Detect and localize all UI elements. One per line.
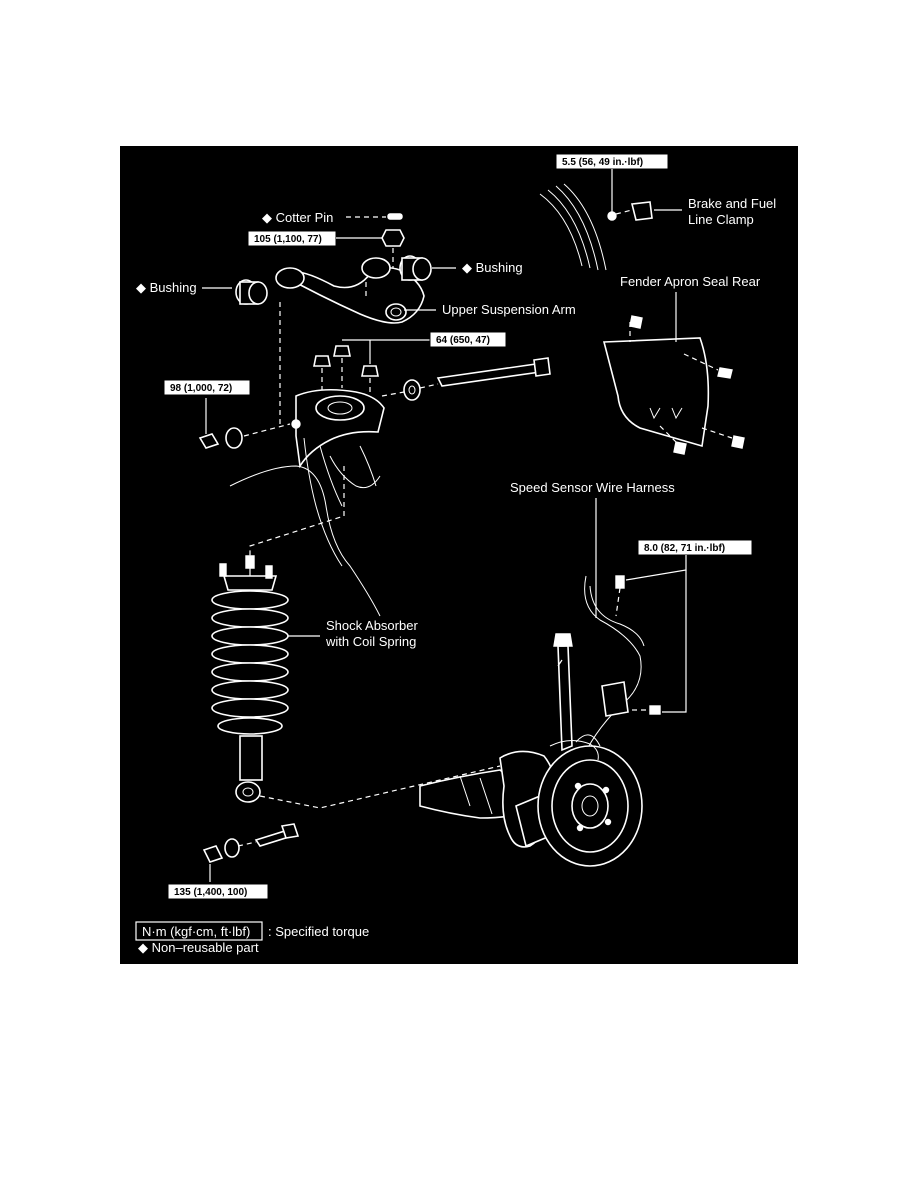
sensor-bolt-2-icon [649, 705, 661, 715]
label-brake-clamp-2: Line Clamp [688, 212, 754, 227]
label-shock-1: Shock Absorber [326, 618, 418, 633]
brake-clamp-icon [631, 201, 653, 221]
label-bushing-left: ◆ Bushing [136, 280, 197, 295]
label-speed-sensor: Speed Sensor Wire Harness [510, 480, 675, 495]
washer-icon [403, 379, 421, 401]
torque-box-lower-bolt [167, 883, 269, 900]
label-shock-2: with Coil Spring [325, 634, 416, 649]
long-bolt-icon [436, 363, 542, 387]
torque-cotter-nut: 105 (1,100, 77) [254, 234, 322, 245]
shock-absorber [211, 555, 289, 803]
diagram-canvas: 5.5 (56, 49 in.·lbf) Brake and Fuel Line… [135, 153, 776, 955]
upper-nut-2-icon [333, 345, 351, 357]
torque-upper-nuts: 64 (650, 47) [436, 335, 490, 346]
arm-nut-icon [198, 433, 220, 449]
torque-box-sensor-bolts [637, 539, 753, 556]
torque-arm-bolt: 98 (1,000, 72) [170, 383, 232, 394]
frame-mount [229, 388, 385, 617]
label-cotter-pin: ◆ Cotter Pin [262, 210, 333, 225]
arm-washer-icon [225, 427, 243, 449]
label-fender-apron: Fender Apron Seal Rear [620, 274, 761, 289]
torque-sensor-bolts: 8.0 (82, 71 in.·lbf) [644, 543, 725, 554]
legend-nonreusable: ◆ Non–reusable part [138, 940, 259, 955]
fender-apron-seal [602, 337, 710, 448]
label-upper-arm: Upper Suspension Arm [442, 302, 576, 317]
label-brake-clamp-1: Brake and Fuel [688, 196, 776, 211]
torque-box-upper-nuts [429, 331, 507, 348]
upper-suspension-arm [275, 257, 425, 324]
clip-4-icon [731, 435, 745, 449]
legend-unit-desc: : Specified torque [268, 924, 369, 939]
castle-nut-icon [381, 229, 405, 247]
clip-3-icon [673, 441, 687, 455]
upper-nut-3-icon [361, 365, 379, 377]
clip-1-icon [629, 315, 643, 329]
torque-box-arm-bolt [163, 379, 251, 396]
lower-arm-knuckle [419, 633, 643, 867]
sensor-bracket-icon [601, 681, 629, 717]
legend-unit: N·m (kgf·cm, ft·lbf) [142, 924, 250, 939]
clamp-bolt-icon [607, 211, 617, 221]
legend-unit-box [135, 921, 263, 941]
torque-lower-bolt: 135 (1,400, 100) [174, 887, 247, 898]
legend: N·m (kgf·cm, ft·lbf) : Specified torque … [135, 921, 369, 955]
torque-brake-clamp: 5.5 (56, 49 in.·lbf) [562, 157, 643, 168]
clip-2-icon [717, 367, 733, 379]
brake-lines [539, 183, 607, 271]
sensor-bolt-1-icon [615, 575, 625, 589]
lower-washer-icon [224, 838, 240, 858]
suspension-diagram: 5.5 (56, 49 in.·lbf) Brake and Fuel Line… [120, 146, 798, 964]
lower-nut-icon [202, 845, 224, 863]
upper-nut-1-icon [313, 355, 331, 367]
label-bushing-right: ◆ Bushing [462, 260, 523, 275]
cotter-pin-icon [387, 213, 403, 220]
